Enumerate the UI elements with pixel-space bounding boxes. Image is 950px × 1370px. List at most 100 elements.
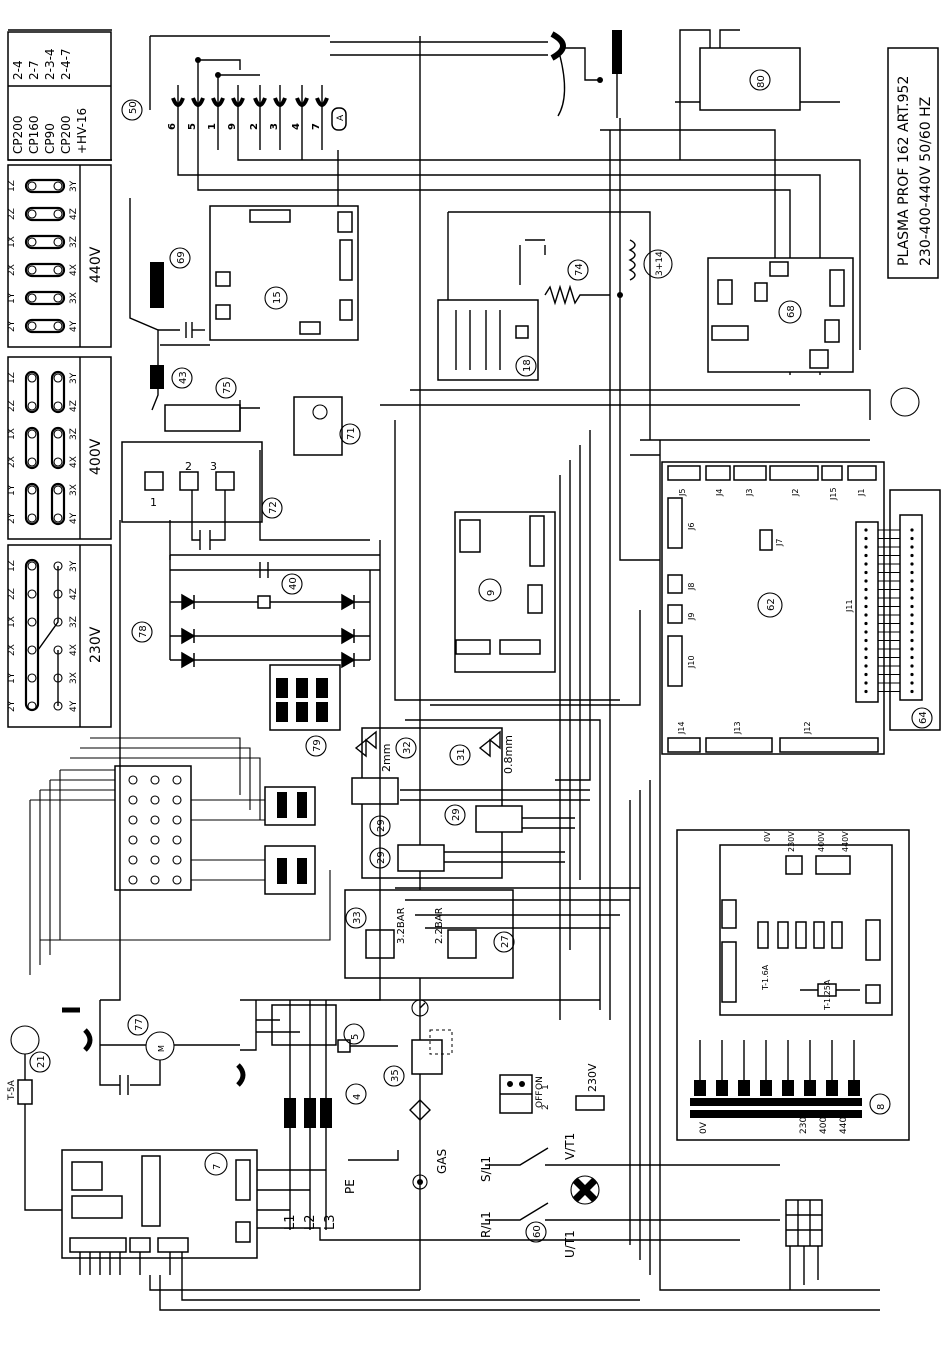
- conn-j10: J10: [687, 655, 696, 669]
- line-l3: L3: [323, 1214, 338, 1230]
- terminal-screw: [27, 237, 37, 247]
- selector-terminal: [150, 815, 160, 825]
- diode: [181, 593, 196, 611]
- inductor-group-79: 79: [269, 664, 341, 757]
- label-15: 15: [272, 291, 283, 304]
- selector-terminal: [172, 875, 182, 885]
- terminal-label: 4Y: [69, 320, 79, 332]
- terminal-label: 3X: [69, 484, 79, 496]
- selector-terminal: [128, 795, 138, 805]
- torch-pin-6: 6: [167, 85, 185, 150]
- svg-text:3: 3: [269, 123, 280, 130]
- terminal-label: 4Y: [69, 512, 79, 524]
- selector-terminal: [172, 815, 182, 825]
- diode: [181, 627, 196, 645]
- selector-terminal: [150, 855, 160, 865]
- selector-terminal: [150, 775, 160, 785]
- winding-tap: [760, 1080, 772, 1096]
- fuse-21: 21 T-5A: [7, 1025, 70, 1211]
- label-29: 29: [376, 851, 387, 864]
- panel-voltage-label: 230V: [88, 626, 104, 663]
- fuse-t16a: T-1.6A: [761, 964, 770, 991]
- terminal-label: 4X: [69, 456, 79, 468]
- diode: [341, 651, 356, 669]
- conn-j13: J13: [733, 721, 742, 735]
- label-21: 21: [36, 1055, 47, 1068]
- conn-j5: J5: [678, 489, 687, 497]
- label-71: 71: [346, 427, 357, 440]
- terminal-label: 1X: [7, 616, 17, 628]
- winding-tap: [782, 1080, 794, 1096]
- terminal-screw: [53, 293, 63, 303]
- switch-pos-1: 1: [541, 1084, 551, 1090]
- terminal-3: 3: [210, 460, 217, 473]
- terminal-screw: [53, 429, 63, 439]
- label-v-t1: V/T1: [563, 1133, 577, 1160]
- terminal-screw: [53, 513, 63, 523]
- model-code: 2-4: [11, 60, 25, 80]
- pressure-22bar: 2.2BAR: [434, 907, 445, 944]
- terminal-screw: [27, 401, 37, 411]
- diode: [341, 593, 356, 611]
- label-72: 72: [268, 501, 279, 514]
- terminal-screw: [27, 293, 37, 303]
- regulator-35: 35 GAS: [383, 999, 453, 1190]
- conn-j11: J11: [845, 599, 854, 613]
- terminal-label: 4Z: [69, 208, 79, 220]
- orifice-2mm: 2mm: [380, 744, 393, 772]
- label-80: 80: [756, 75, 767, 88]
- terminal-label: 4Z: [69, 400, 79, 412]
- label-40: 40: [288, 577, 299, 590]
- winding-tap: [694, 1080, 706, 1096]
- orifice-08mm: 0.8mm: [502, 735, 515, 774]
- terminal-label: 2Z: [7, 588, 17, 600]
- pressure-switches: 33 27 3.2BAR 2.2BAR: [344, 887, 640, 979]
- terminal-2: 2: [185, 460, 192, 473]
- board-68: 68: [707, 257, 854, 373]
- terminal-screw: [53, 485, 63, 495]
- terminal-screw: [53, 321, 63, 331]
- fuse: [757, 921, 769, 949]
- terminal-label: 3Y: [69, 372, 79, 384]
- terminal-screw: [27, 589, 37, 599]
- terminal-screw: [27, 457, 37, 467]
- terminal-screw: [27, 429, 37, 439]
- voltage-selector-block: [29, 737, 331, 975]
- label-64: 64: [918, 711, 929, 724]
- label-43: 43: [178, 371, 189, 384]
- fan-80: 80: [675, 29, 840, 160]
- label-29: 29: [451, 808, 462, 821]
- terminal-screw: [27, 265, 37, 275]
- choke-43: 43: [150, 365, 193, 389]
- terminal-label: 2Z: [7, 400, 17, 412]
- switch-60-lamp: S/L1 R/L1 V/T1 U/T1 60: [479, 1133, 780, 1258]
- selector-terminal: [172, 855, 182, 865]
- fuse: [831, 921, 843, 949]
- selector-terminal: [128, 835, 138, 845]
- jumper-440v: 440V: [841, 831, 850, 852]
- jumper-0v: 0V: [763, 831, 772, 842]
- label-29: 29: [376, 819, 387, 832]
- misc-wiring: [8, 29, 600, 1051]
- terminal-screw: [53, 181, 63, 191]
- svg-text:A: A: [336, 114, 346, 121]
- torch-pin-2: 2: [249, 85, 267, 150]
- switch-off: OFF: [535, 1091, 545, 1108]
- svg-text:5: 5: [187, 123, 198, 130]
- torch-pin-7: 7: [311, 85, 329, 150]
- conn-j1: J1: [857, 489, 866, 497]
- fuse-t125a: T-1.25A: [823, 979, 832, 1011]
- terminal-label: 3Z: [69, 428, 79, 440]
- svg-text:1: 1: [207, 123, 218, 130]
- power-switch: 1 2 OFF ON 230V: [499, 1063, 605, 1114]
- tr-400v: 400V: [819, 1110, 829, 1134]
- label-5: 5: [350, 1034, 361, 1040]
- torch-pin-4: 4: [291, 85, 309, 150]
- label-7: 7: [212, 1164, 223, 1170]
- voltage-plug: [785, 1199, 823, 1290]
- igbt-module-72: 1 2 3 72: [121, 441, 283, 523]
